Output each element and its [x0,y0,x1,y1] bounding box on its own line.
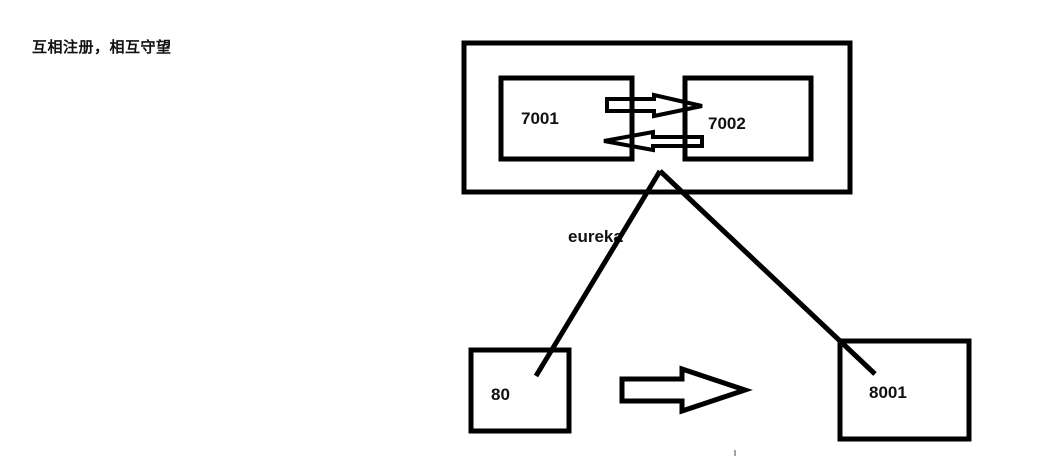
arrow-7002-to-7001-icon [603,129,704,153]
diagram-title: 互相注册，相互守望 [32,38,172,56]
eureka-cluster-box [461,40,853,195]
provider-8001-box [837,338,972,442]
connector-80-to-eureka [533,169,663,378]
server-7002-box [682,75,814,162]
provider-8001-label: 8001 [869,383,907,402]
consumer-80-label: 80 [491,385,510,404]
connector-eureka-to-8001 [658,169,877,376]
consumer-80-box [468,347,572,434]
arrow-80-to-8001-icon [619,365,753,415]
server-7001-label: 7001 [521,109,559,128]
eureka-label: eureka [568,227,623,246]
server-7001-box [498,75,635,162]
arrow-7001-to-7002-icon [605,92,703,119]
server-7002-label: 7002 [708,114,746,133]
